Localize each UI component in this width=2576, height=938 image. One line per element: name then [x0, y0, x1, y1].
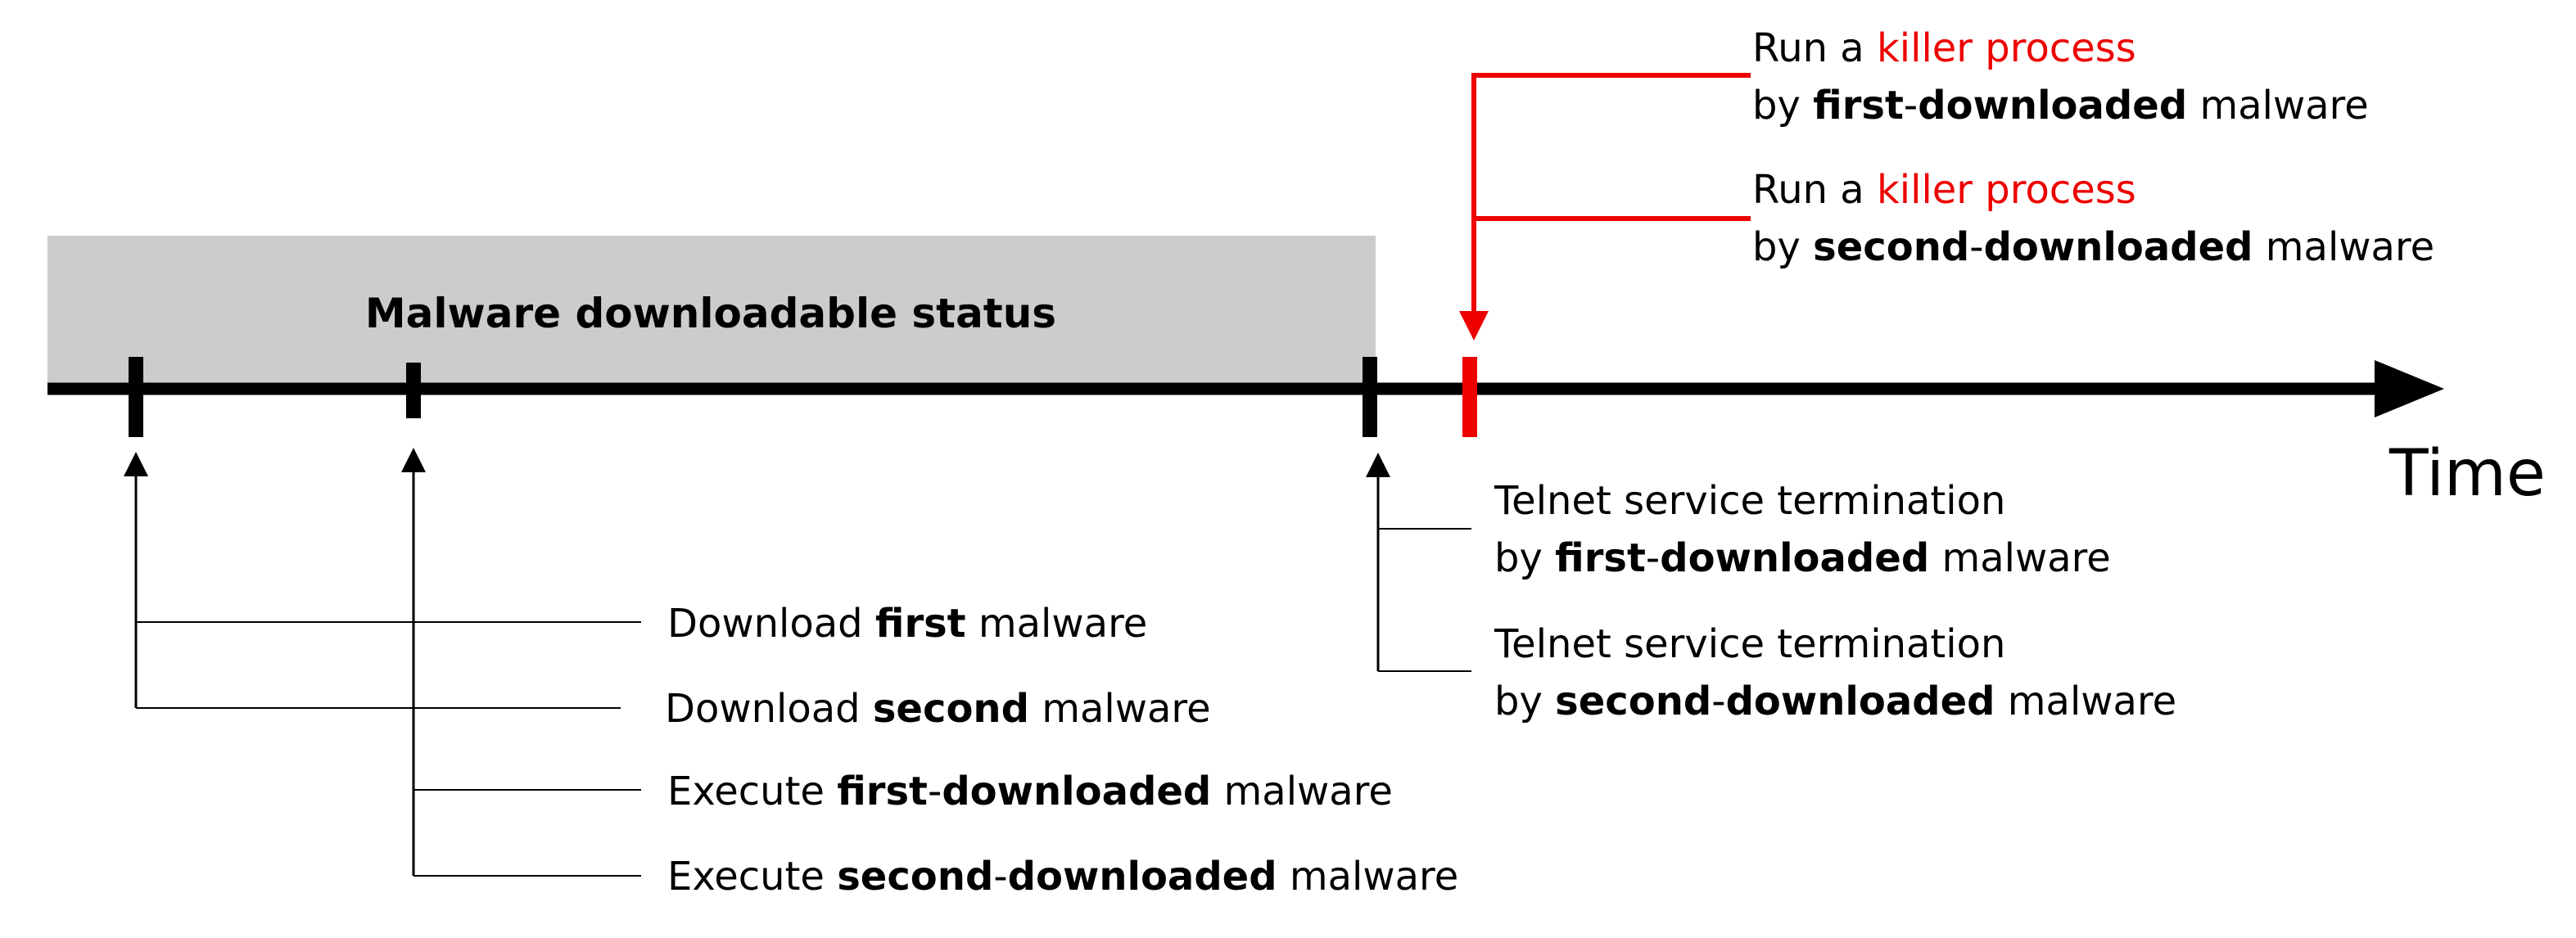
malware-downloadable-status-region	[47, 236, 1376, 394]
label-execute-first: Execute first-downloaded malware	[667, 769, 1393, 814]
time-axis-arrowhead	[2375, 360, 2444, 417]
tick-download-first	[129, 357, 143, 437]
telnet-connectors	[1366, 453, 1471, 672]
tick-killer-process	[1462, 357, 1477, 437]
execute-connectors	[401, 448, 641, 877]
label-telnet-first: Telnet service termination by first-down…	[1494, 478, 2111, 581]
label-killer-first: Run a killer process by first-downloaded…	[1752, 25, 2369, 129]
status-region-label: Malware downloadable status	[365, 290, 1056, 337]
label-killer-second: Run a killer process by second-downloade…	[1752, 167, 2434, 270]
label-download-second: Download second malware	[665, 686, 1211, 732]
download-connectors	[124, 452, 641, 709]
tick-execute	[406, 363, 421, 418]
label-execute-second: Execute second-downloaded malware	[667, 854, 1458, 900]
tick-telnet-termination	[1363, 357, 1377, 437]
time-axis-label: Time	[2388, 437, 2546, 511]
killer-process-connectors	[1459, 73, 1751, 340]
label-telnet-second: Telnet service termination by second-dow…	[1494, 621, 2176, 724]
label-download-first: Download first malware	[667, 601, 1147, 647]
